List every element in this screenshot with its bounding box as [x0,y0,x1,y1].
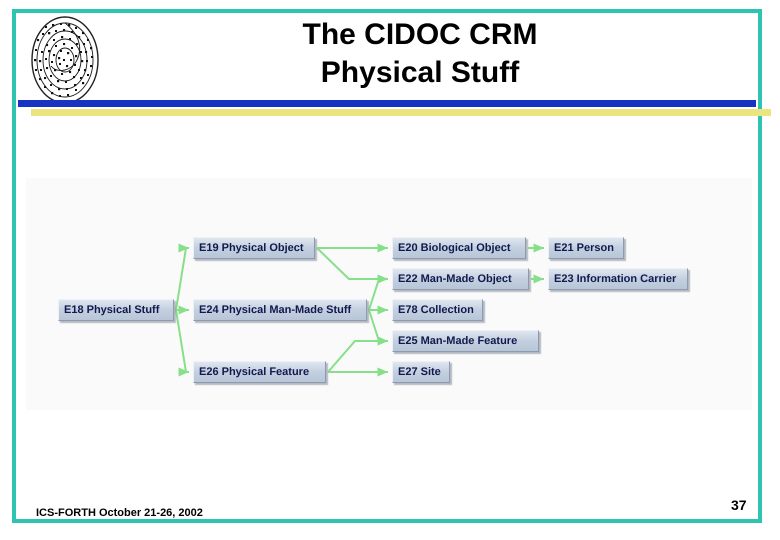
diagram-node-e26[interactable]: E26 Physical Feature [193,361,326,383]
diagram-node-e23[interactable]: E23 Information Carrier [548,268,688,290]
diagram-edge-e26-e25 [327,336,388,373]
diagram-edge-e24-e25 [368,309,388,346]
diagram-edge-e18-e26 [175,309,189,377]
title-line-1: The CIDOC CRM [302,18,538,51]
diagram-edge-e19-e22 [316,247,388,284]
header-rule-blue [18,100,756,107]
diagram-node-e21[interactable]: E21 Person [548,237,624,259]
diagram-node-e78[interactable]: E78 Collection [392,299,483,321]
diagram-node-e27[interactable]: E27 Site [392,361,450,383]
page-title: The CIDOC CRM Physical Stuff [150,16,690,92]
page-number: 37 [731,497,747,513]
diagram-node-e24[interactable]: E24 Physical Man-Made Stuff [193,299,367,321]
diagram-node-e19[interactable]: E19 Physical Object [193,237,315,259]
title-line-2: Physical Stuff [320,56,520,89]
diagram-edge-e18-e19 [175,243,189,311]
footer-organization-date: ICS-FORTH October 21-26, 2002 [36,507,203,519]
header-rule-yellow [31,109,771,116]
diagram-node-e25[interactable]: E25 Man-Made Feature [392,330,539,352]
diagram-node-e20[interactable]: E20 Biological Object [392,237,526,259]
phaistos-disc-logo-icon [27,14,103,106]
diagram-node-e18[interactable]: E18 Physical Stuff [58,299,174,321]
diagram-edge-e24-e22 [368,274,388,311]
diagram-edges [175,243,544,377]
diagram-node-e22[interactable]: E22 Man-Made Object [392,268,529,290]
